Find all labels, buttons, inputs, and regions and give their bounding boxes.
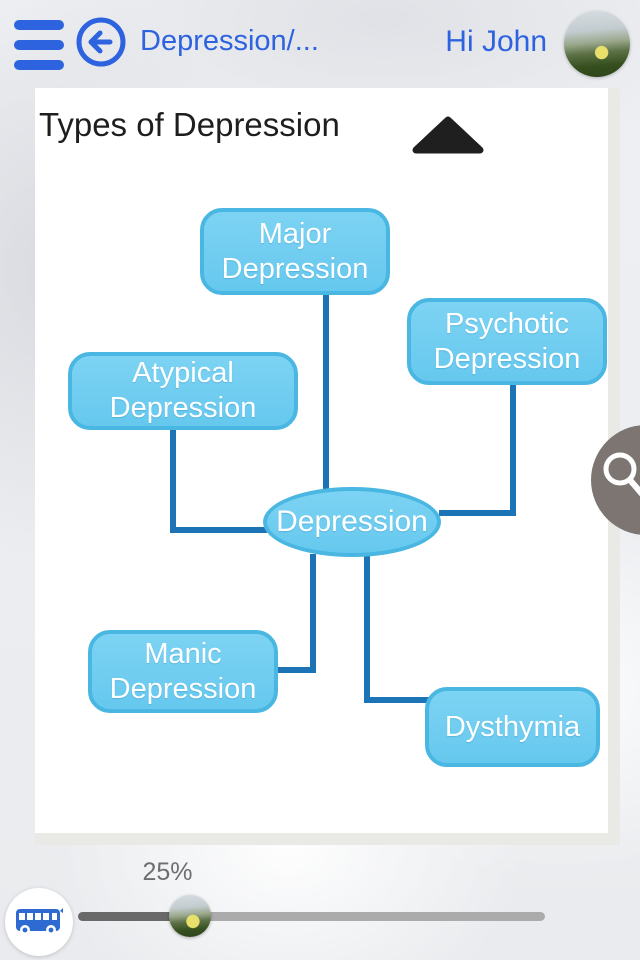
node-manic-depression[interactable]: Manic Depression: [88, 630, 278, 713]
menu-icon[interactable]: [14, 20, 64, 72]
node-major-depression[interactable]: Major Depression: [200, 208, 390, 295]
avatar[interactable]: [564, 11, 630, 77]
zoom-slider[interactable]: [78, 912, 545, 921]
menu-bar: [14, 60, 64, 70]
node-dysthymia[interactable]: Dysthymia: [425, 687, 600, 767]
node-depression-root[interactable]: Depression: [263, 487, 441, 557]
node-psychotic-depression[interactable]: Psychotic Depression: [407, 298, 607, 385]
back-arrow-icon: [76, 17, 126, 67]
user-greeting: Hi John: [445, 25, 547, 58]
zoom-percentage: 25%: [142, 858, 193, 886]
transport-button[interactable]: [5, 888, 73, 956]
zoom-slider-thumb[interactable]: [169, 895, 211, 937]
bus-icon: [16, 908, 63, 935]
back-button[interactable]: [74, 15, 128, 69]
triangle-up-icon: [412, 116, 484, 154]
menu-bar: [14, 40, 64, 50]
menu-bar: [14, 20, 64, 30]
connector-lines: [170, 291, 516, 703]
zoom-slider-fill: [78, 912, 190, 921]
header-bar: Depression/... Hi John: [0, 0, 640, 88]
content-card: Types of Depression Major Depression Psy…: [35, 88, 620, 845]
search-icon: [603, 452, 640, 497]
section-title: Types of Depression: [39, 106, 340, 143]
collapse-button[interactable]: [412, 116, 484, 154]
node-atypical-depression[interactable]: Atypical Depression: [68, 352, 298, 430]
page-title: Depression/...: [140, 25, 319, 57]
